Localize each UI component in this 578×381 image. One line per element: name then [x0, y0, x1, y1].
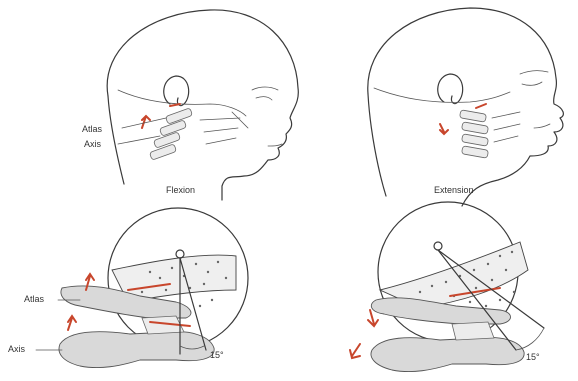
extension-cervical-spine: [460, 110, 520, 158]
flexion-brow: [252, 87, 278, 90]
extension-dens: [452, 322, 494, 340]
flexion-caption: Flexion: [166, 185, 195, 195]
extension-mouth: [534, 124, 550, 128]
flexion-atlas-label-zoom: Atlas: [24, 294, 45, 304]
extension-axis-bone: [371, 338, 524, 372]
extension-atlas-arrow: [476, 104, 486, 108]
flexion-cervical-spine: [149, 108, 248, 160]
flexion-ear: [164, 76, 189, 106]
extension-pivot: [434, 242, 442, 250]
extension-caption: Extension: [434, 185, 474, 195]
flexion-head-outline: [107, 10, 298, 200]
extension-brow: [520, 71, 548, 74]
flexion-neck-back: [108, 96, 124, 184]
extension-eye: [522, 82, 542, 85]
flexion-angle-label: 15°: [210, 350, 224, 360]
flexion-pivot: [176, 250, 184, 258]
flexion-zoom-arrow-lower: [68, 316, 76, 330]
extension-angle-label: 15°: [526, 352, 540, 362]
flexion-axis-leader: [118, 136, 160, 144]
flexion-mouth: [268, 144, 282, 146]
flexion-axis-label-zoom: Axis: [8, 344, 26, 354]
extension-head-arrow: [440, 124, 448, 134]
extension-head-outline: [368, 8, 564, 206]
extension-neck-back: [368, 94, 386, 196]
flexion-axis-label-head: Axis: [84, 139, 102, 149]
extension-panel: Extension 15°: [350, 8, 563, 372]
extension-ear: [438, 74, 463, 104]
flexion-panel: Atlas Axis Flexion Atlas: [8, 10, 298, 368]
flexion-atlas-label-head: Atlas: [82, 124, 103, 134]
flexion-atlas-arrow: [170, 104, 180, 106]
extension-zoom-arrow-lower: [350, 344, 360, 358]
flexion-eye: [256, 97, 272, 100]
flexion-axis-bone: [59, 332, 214, 368]
